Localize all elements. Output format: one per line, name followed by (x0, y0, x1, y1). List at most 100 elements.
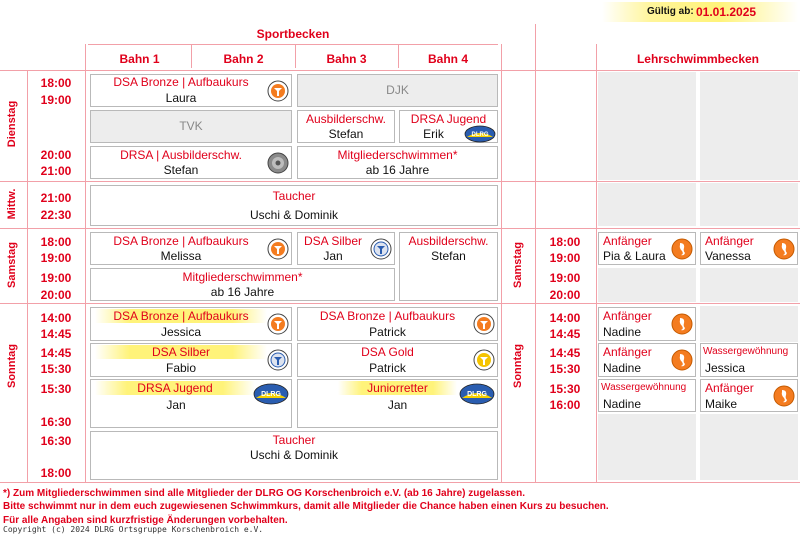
time-label: 20:00 (549, 288, 581, 302)
lehr-session-cell[interactable]: Anfänger Nadine (598, 343, 696, 377)
day-samstag-lehr: Samstag (512, 242, 524, 288)
session-title: Anfänger (705, 381, 754, 395)
empty-slot (598, 183, 696, 226)
session-title: Anfänger (603, 234, 652, 248)
time-label: 14:45 (40, 346, 72, 360)
seahorse-icon (671, 238, 693, 260)
lehr-session-cell[interactable]: Anfänger Pia & Laura (598, 232, 696, 265)
time-label: 19:00 (40, 93, 72, 107)
time-label: 16:00 (549, 398, 581, 412)
empty-slot (700, 72, 798, 180)
empty-slot (700, 306, 798, 342)
session-title: DRSA Jugend (95, 381, 255, 395)
empty-slot (598, 414, 696, 480)
bahn4-header: Bahn 4 (427, 52, 468, 66)
session-title: DSA Silber (95, 345, 267, 359)
footer-note-changes: Für alle Angaben sind kurzfristige Änder… (3, 515, 288, 526)
time-label: 18:00 (549, 235, 581, 249)
session-cell[interactable]: DSA Silber Jan (297, 232, 395, 265)
lehr-session-cell[interactable]: Wassergewöhnung Jessica (700, 343, 798, 377)
session-cell[interactable]: DJK (297, 74, 498, 107)
session-title: Anfänger (603, 309, 652, 323)
dsa-silver-badge-icon (370, 238, 392, 260)
session-title: DRSA | Ausbilderschw. (120, 148, 242, 162)
dsa-bronze-badge-icon (267, 238, 289, 260)
dsa-bronze-badge-icon (267, 313, 289, 335)
empty-slot (598, 72, 696, 180)
grid-line (0, 482, 800, 483)
session-cell[interactable]: DSA Gold Patrick (297, 343, 498, 377)
session-cell[interactable]: DSA Silber Fabio (90, 343, 292, 377)
dsa-silver-badge-icon (267, 349, 289, 371)
session-cell[interactable]: DSA Bronze | Aufbaukurs Laura (90, 74, 292, 107)
time-label: 19:00 (40, 271, 72, 285)
empty-slot (598, 268, 696, 302)
session-trainer: Jessica (705, 361, 746, 375)
session-title: Anfänger (705, 234, 754, 248)
session-cell[interactable]: DRSA Jugend Jan DLRG (90, 379, 292, 428)
footer-note-members: *) Zum Mitgliederschwimmen sind alle Mit… (3, 488, 525, 499)
time-label: 19:00 (549, 251, 581, 265)
session-trainer: Jan (323, 249, 343, 263)
session-trainer: Erik (423, 127, 444, 141)
dsa-bronze-badge-icon (473, 313, 495, 335)
session-title: DSA Bronze | Aufbaukurs (113, 75, 249, 89)
dlrg-jugend-badge-icon: DLRG (464, 125, 496, 143)
time-label: 20:00 (40, 288, 72, 302)
session-cell[interactable]: DSA Bronze | Aufbaukurs Melissa (90, 232, 292, 265)
lehr-session-cell[interactable]: Anfänger Nadine (598, 307, 696, 341)
session-cell[interactable]: TVK (90, 110, 292, 143)
day-sonntag: Sonntag (6, 344, 18, 388)
session-cell[interactable]: DRSA Jugend Erik DLRG (399, 110, 498, 143)
empty-slot (700, 268, 798, 302)
session-cell[interactable]: Ausbilderschw. Stefan (399, 232, 498, 301)
session-cell[interactable]: DRSA | Ausbilderschw. Stefan (90, 146, 292, 179)
drsa-badge-icon (267, 152, 289, 174)
session-trainer: Nadine (603, 325, 642, 339)
session-cell[interactable]: Mitgliederschwimmen* ab 16 Jahre (90, 268, 395, 301)
session-title: DSA Bronze | Aufbaukurs (319, 309, 456, 323)
grid-line (191, 44, 192, 68)
copyright-notice: Copyright (c) 2024 DLRG Ortsgruppe Korsc… (3, 525, 264, 534)
session-title: Wassergewöhnung (601, 382, 687, 393)
grid-line (0, 228, 800, 229)
time-label: 14:00 (40, 311, 72, 325)
dsa-bronze-badge-icon (267, 80, 289, 102)
session-cell[interactable]: DSA Bronze | Aufbaukurs Patrick (297, 307, 498, 341)
session-trainer: Nadine (603, 361, 642, 375)
grid-line (85, 44, 86, 482)
session-cell[interactable]: Taucher Uschi & Dominik (90, 431, 498, 480)
grid-line (398, 44, 399, 68)
time-label: 21:00 (40, 191, 72, 205)
time-label: 14:45 (549, 346, 581, 360)
dsa-gold-badge-icon (473, 349, 495, 371)
session-cell[interactable]: DSA Bronze | Aufbaukurs Jessica (90, 307, 292, 341)
session-trainer: Jessica (160, 325, 201, 339)
lehr-session-cell[interactable]: Anfänger Vanessa (700, 232, 798, 265)
grid-line (535, 24, 536, 482)
lehr-session-cell[interactable]: Wassergewöhnung Nadine (598, 379, 696, 412)
seahorse-icon (671, 313, 693, 335)
day-samstag: Samstag (6, 242, 18, 288)
session-trainer: Melissa (160, 249, 202, 263)
footer-note-courses: Bitte schwimmt nur in dem euch zugewiese… (3, 501, 609, 512)
bahn3-header: Bahn 3 (326, 52, 367, 66)
time-label: 15:30 (40, 362, 72, 376)
session-cell[interactable]: Ausbilderschw. Stefan (297, 110, 395, 143)
seahorse-icon (773, 238, 795, 260)
sportbecken-header: Sportbecken (256, 27, 330, 41)
time-label: 15:30 (40, 382, 72, 396)
svg-text:DLRG: DLRG (261, 391, 281, 398)
time-label: 19:00 (40, 251, 72, 265)
valid-from-banner: Gültig ab: 01.01.2025 (602, 2, 798, 22)
session-trainer: Fabio (165, 361, 197, 375)
time-label: 21:00 (40, 164, 72, 178)
session-cell[interactable]: Juniorretter Jan DLRG (297, 379, 498, 428)
time-label: 18:00 (40, 76, 72, 90)
session-cell[interactable]: Taucher Uschi & Dominik (90, 185, 498, 226)
session-cell[interactable]: Mitgliederschwimmen* ab 16 Jahre (297, 146, 498, 179)
session-trainer: Jan (166, 398, 186, 412)
session-trainer: Stefan (328, 127, 364, 141)
session-trainer: Uschi & Dominik (249, 208, 339, 222)
lehr-session-cell[interactable]: Anfänger Maike (700, 379, 798, 412)
